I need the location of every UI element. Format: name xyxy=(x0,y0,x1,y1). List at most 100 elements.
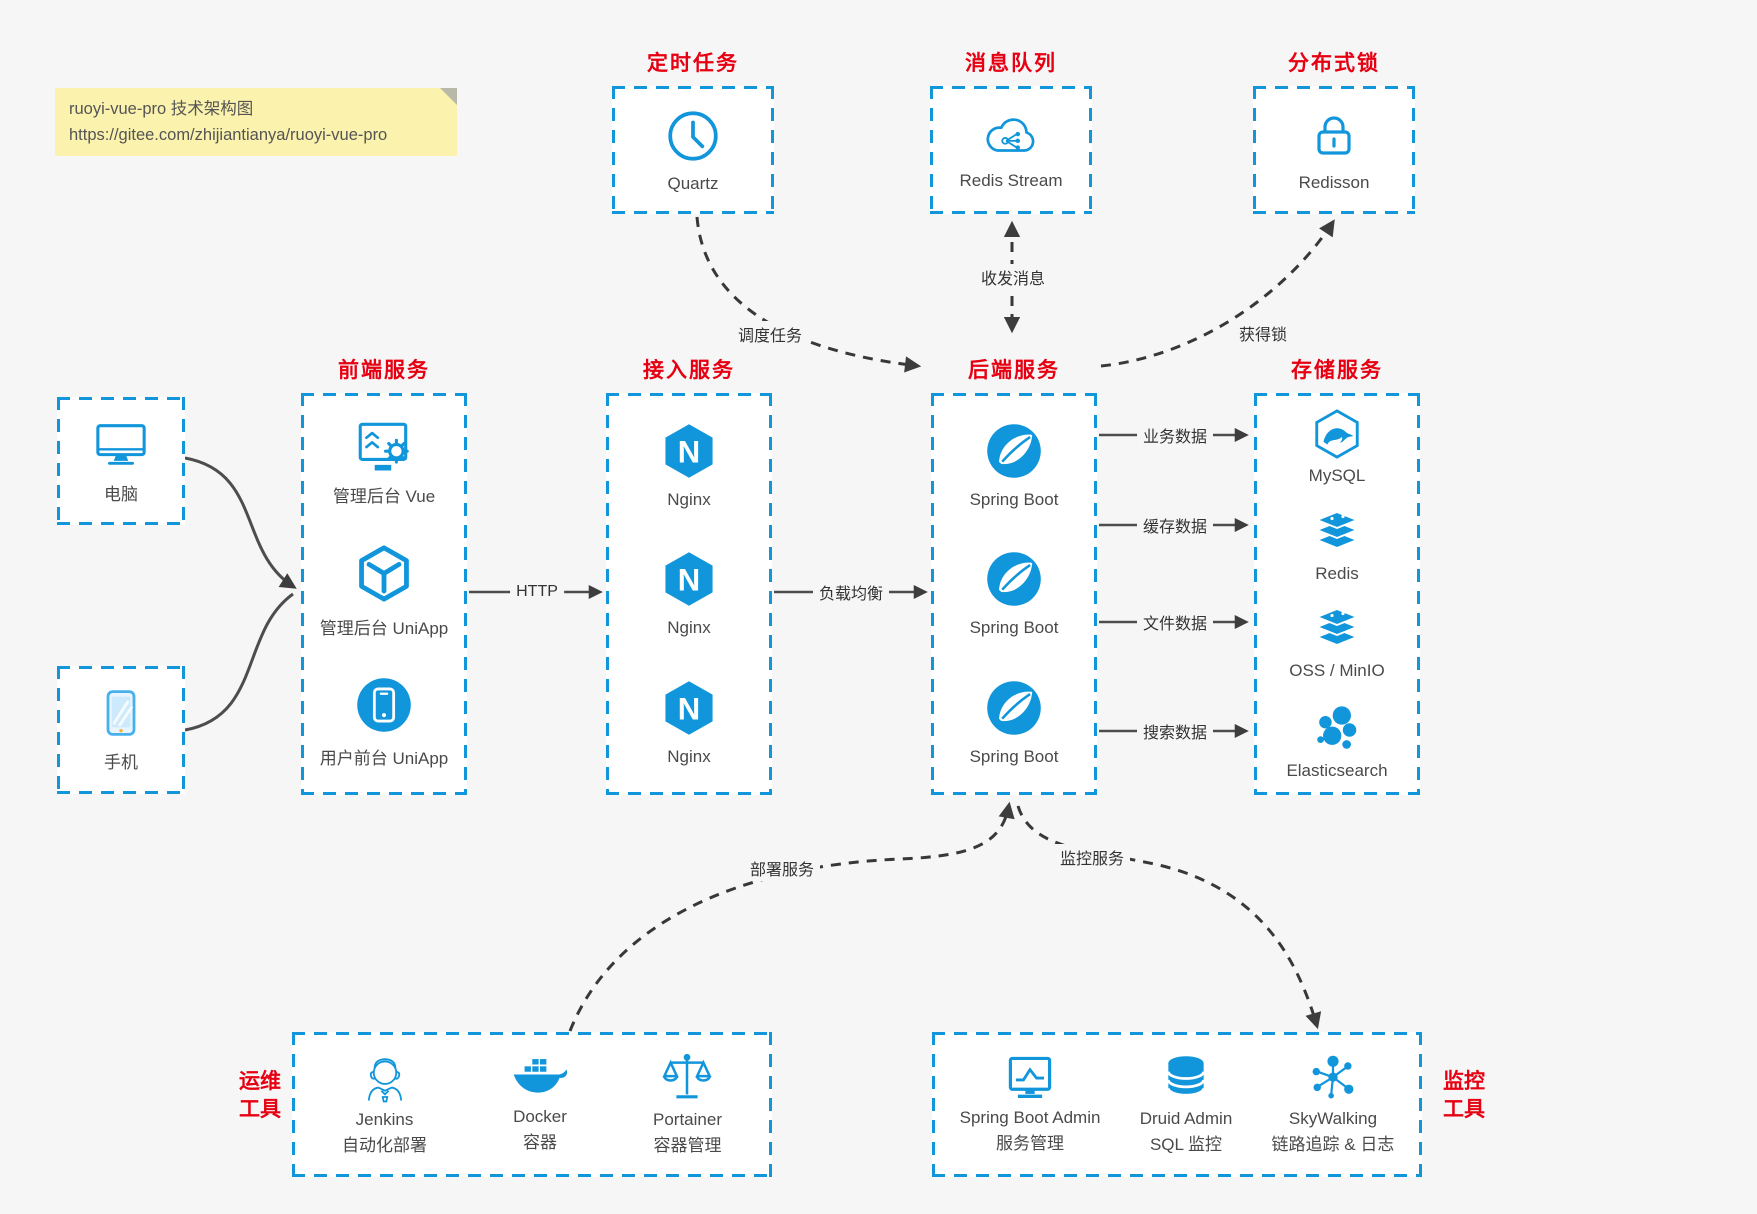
node-label: Nginx xyxy=(667,747,711,767)
node-label: Redis xyxy=(1315,563,1359,583)
spring-icon xyxy=(987,424,1041,478)
edge-label-biz-data: 业务数据 xyxy=(1136,422,1214,448)
ops-tools-label-line2: 工具 xyxy=(239,1098,281,1122)
node-phone: 手机 xyxy=(95,687,147,773)
ops-tools-label: 运维 工具 xyxy=(234,1068,286,1125)
access-box: N Nginx N Nginx N Nginx xyxy=(606,393,772,795)
node-label: 管理后台 Vue xyxy=(332,487,436,506)
svg-text:N: N xyxy=(678,563,700,598)
tool-desc: 链路追踪 & 日志 xyxy=(1271,1134,1395,1154)
redis-icon xyxy=(1316,510,1358,549)
monitor-box: Spring Boot Admin 服务管理 Druid Admin SQL 监… xyxy=(932,1032,1422,1177)
node-springboot-2: Spring Boot xyxy=(970,549,1058,638)
lock-box: Redisson xyxy=(1253,86,1415,214)
edge-label-message: 收发消息 xyxy=(974,264,1052,290)
tool-desc: 自动化部署 xyxy=(342,1135,427,1155)
edge-label-search-data: 搜索数据 xyxy=(1136,718,1214,744)
tool-name: Druid Admin xyxy=(1139,1108,1233,1128)
ops-tools-label-line1: 运维 xyxy=(239,1070,281,1093)
node-jenkins: Jenkins 自动化部署 xyxy=(342,1052,427,1158)
node-label: Spring Boot xyxy=(969,489,1059,509)
nginx-icon: N xyxy=(665,681,713,735)
phone-icon xyxy=(106,690,136,736)
node-spring-boot-admin: Spring Boot Admin 服务管理 xyxy=(959,1054,1101,1156)
ops-box: Jenkins 自动化部署 Docker 容器 xyxy=(292,1032,772,1177)
svg-text:N: N xyxy=(678,691,700,726)
backend-box: Spring Boot Spring Boot Spring Boot xyxy=(931,393,1097,795)
storage-box: MySQL Redis OSS / Mi xyxy=(1254,393,1420,795)
group-title-lock: 分布式锁 xyxy=(1288,52,1380,75)
node-portainer: Portainer 容器管理 xyxy=(653,1052,722,1158)
node-nginx-2: N Nginx xyxy=(659,549,719,638)
scheduler-box: Quartz xyxy=(612,86,774,214)
phone-box: 手机 xyxy=(57,666,185,794)
druid-icon xyxy=(1166,1055,1206,1097)
edge-label-http: HTTP xyxy=(510,582,564,602)
nginx-icon: N xyxy=(665,424,713,478)
portainer-icon xyxy=(662,1053,713,1098)
edge-label-file-data: 文件数据 xyxy=(1136,609,1214,635)
node-admin-uniapp: 管理后台 UniApp xyxy=(320,543,448,639)
node-label: 手机 xyxy=(104,753,138,772)
node-label: 用户前台 UniApp xyxy=(319,749,449,768)
group-title-scheduler: 定时任务 xyxy=(647,52,739,75)
group-title-access: 接入服务 xyxy=(643,359,735,382)
frontend-box: 管理后台 Vue 管理后台 UniApp 用户前台 UniApp xyxy=(301,393,467,795)
group-title-frontend: 前端服务 xyxy=(338,359,430,382)
node-oss-minio: OSS / MinIO xyxy=(1289,604,1385,681)
tool-desc: 服务管理 xyxy=(996,1133,1065,1153)
edge-phone-to-frontend xyxy=(184,592,294,732)
node-redisson: Redisson xyxy=(1299,108,1369,193)
node-admin-vue: 管理后台 Vue xyxy=(333,419,435,507)
sba-icon xyxy=(1008,1056,1052,1098)
node-springboot-3: Spring Boot xyxy=(970,678,1058,767)
tool-desc: 容器 xyxy=(523,1132,557,1152)
uniapp-cube-icon xyxy=(359,545,409,602)
node-elasticsearch: Elasticsearch xyxy=(1286,702,1388,781)
edge-deploy-service xyxy=(568,801,1015,1032)
mobile-app-icon xyxy=(357,678,411,732)
node-druid-admin: Druid Admin SQL 监控 xyxy=(1139,1053,1233,1157)
lock-icon xyxy=(1317,115,1351,155)
monitor-tools-label-line1: 监控 xyxy=(1443,1070,1485,1093)
node-redis: Redis xyxy=(1309,507,1365,584)
monitor-tools-label: 监控 工具 xyxy=(1438,1068,1490,1125)
clock-icon xyxy=(668,110,718,161)
edge-schedule-task xyxy=(695,216,922,373)
node-label: OSS / MinIO xyxy=(1289,661,1385,681)
edge-label-monitor: 监控服务 xyxy=(1053,844,1131,870)
spring-icon xyxy=(987,552,1041,607)
edge-computer-to-frontend xyxy=(184,456,297,589)
group-title-backend: 后端服务 xyxy=(968,359,1060,382)
edge-label-deploy: 部署服务 xyxy=(743,855,821,881)
node-nginx-1: N Nginx xyxy=(659,421,719,510)
node-redis-stream: Redis Stream xyxy=(960,110,1062,191)
tool-name: SkyWalking xyxy=(1288,1108,1378,1128)
node-label: Nginx xyxy=(667,618,711,638)
nginx-icon: N xyxy=(665,552,713,607)
node-springboot-1: Spring Boot xyxy=(969,421,1059,510)
tool-name: Docker xyxy=(513,1106,567,1126)
node-label: Quartz xyxy=(667,173,719,193)
note-title: ruoyi-vue-pro 技术架构图 xyxy=(69,100,254,118)
tool-name: Portainer xyxy=(653,1109,722,1129)
node-label: Nginx xyxy=(667,489,711,509)
node-skywalking: SkyWalking 链路追踪 & 日志 xyxy=(1271,1053,1395,1157)
svg-text:N: N xyxy=(678,434,700,469)
monitor-tools-label-line2: 工具 xyxy=(1443,1098,1485,1122)
node-nginx-3: N Nginx xyxy=(659,678,719,767)
admin-vue-icon xyxy=(358,422,409,471)
tool-name: Spring Boot Admin xyxy=(959,1107,1101,1127)
cloud-stream-icon xyxy=(986,117,1035,152)
node-label: 管理后台 UniApp xyxy=(319,619,449,638)
group-title-mq: 消息队列 xyxy=(965,52,1057,75)
mysql-icon xyxy=(1315,409,1359,460)
edge-get-lock xyxy=(1100,219,1335,368)
edge-label-schedule: 调度任务 xyxy=(731,321,809,347)
node-quartz: Quartz xyxy=(664,107,722,194)
elasticsearch-icon xyxy=(1317,706,1357,749)
computer-box: 电脑 xyxy=(57,397,185,525)
edge-monitor-service xyxy=(1016,805,1322,1030)
